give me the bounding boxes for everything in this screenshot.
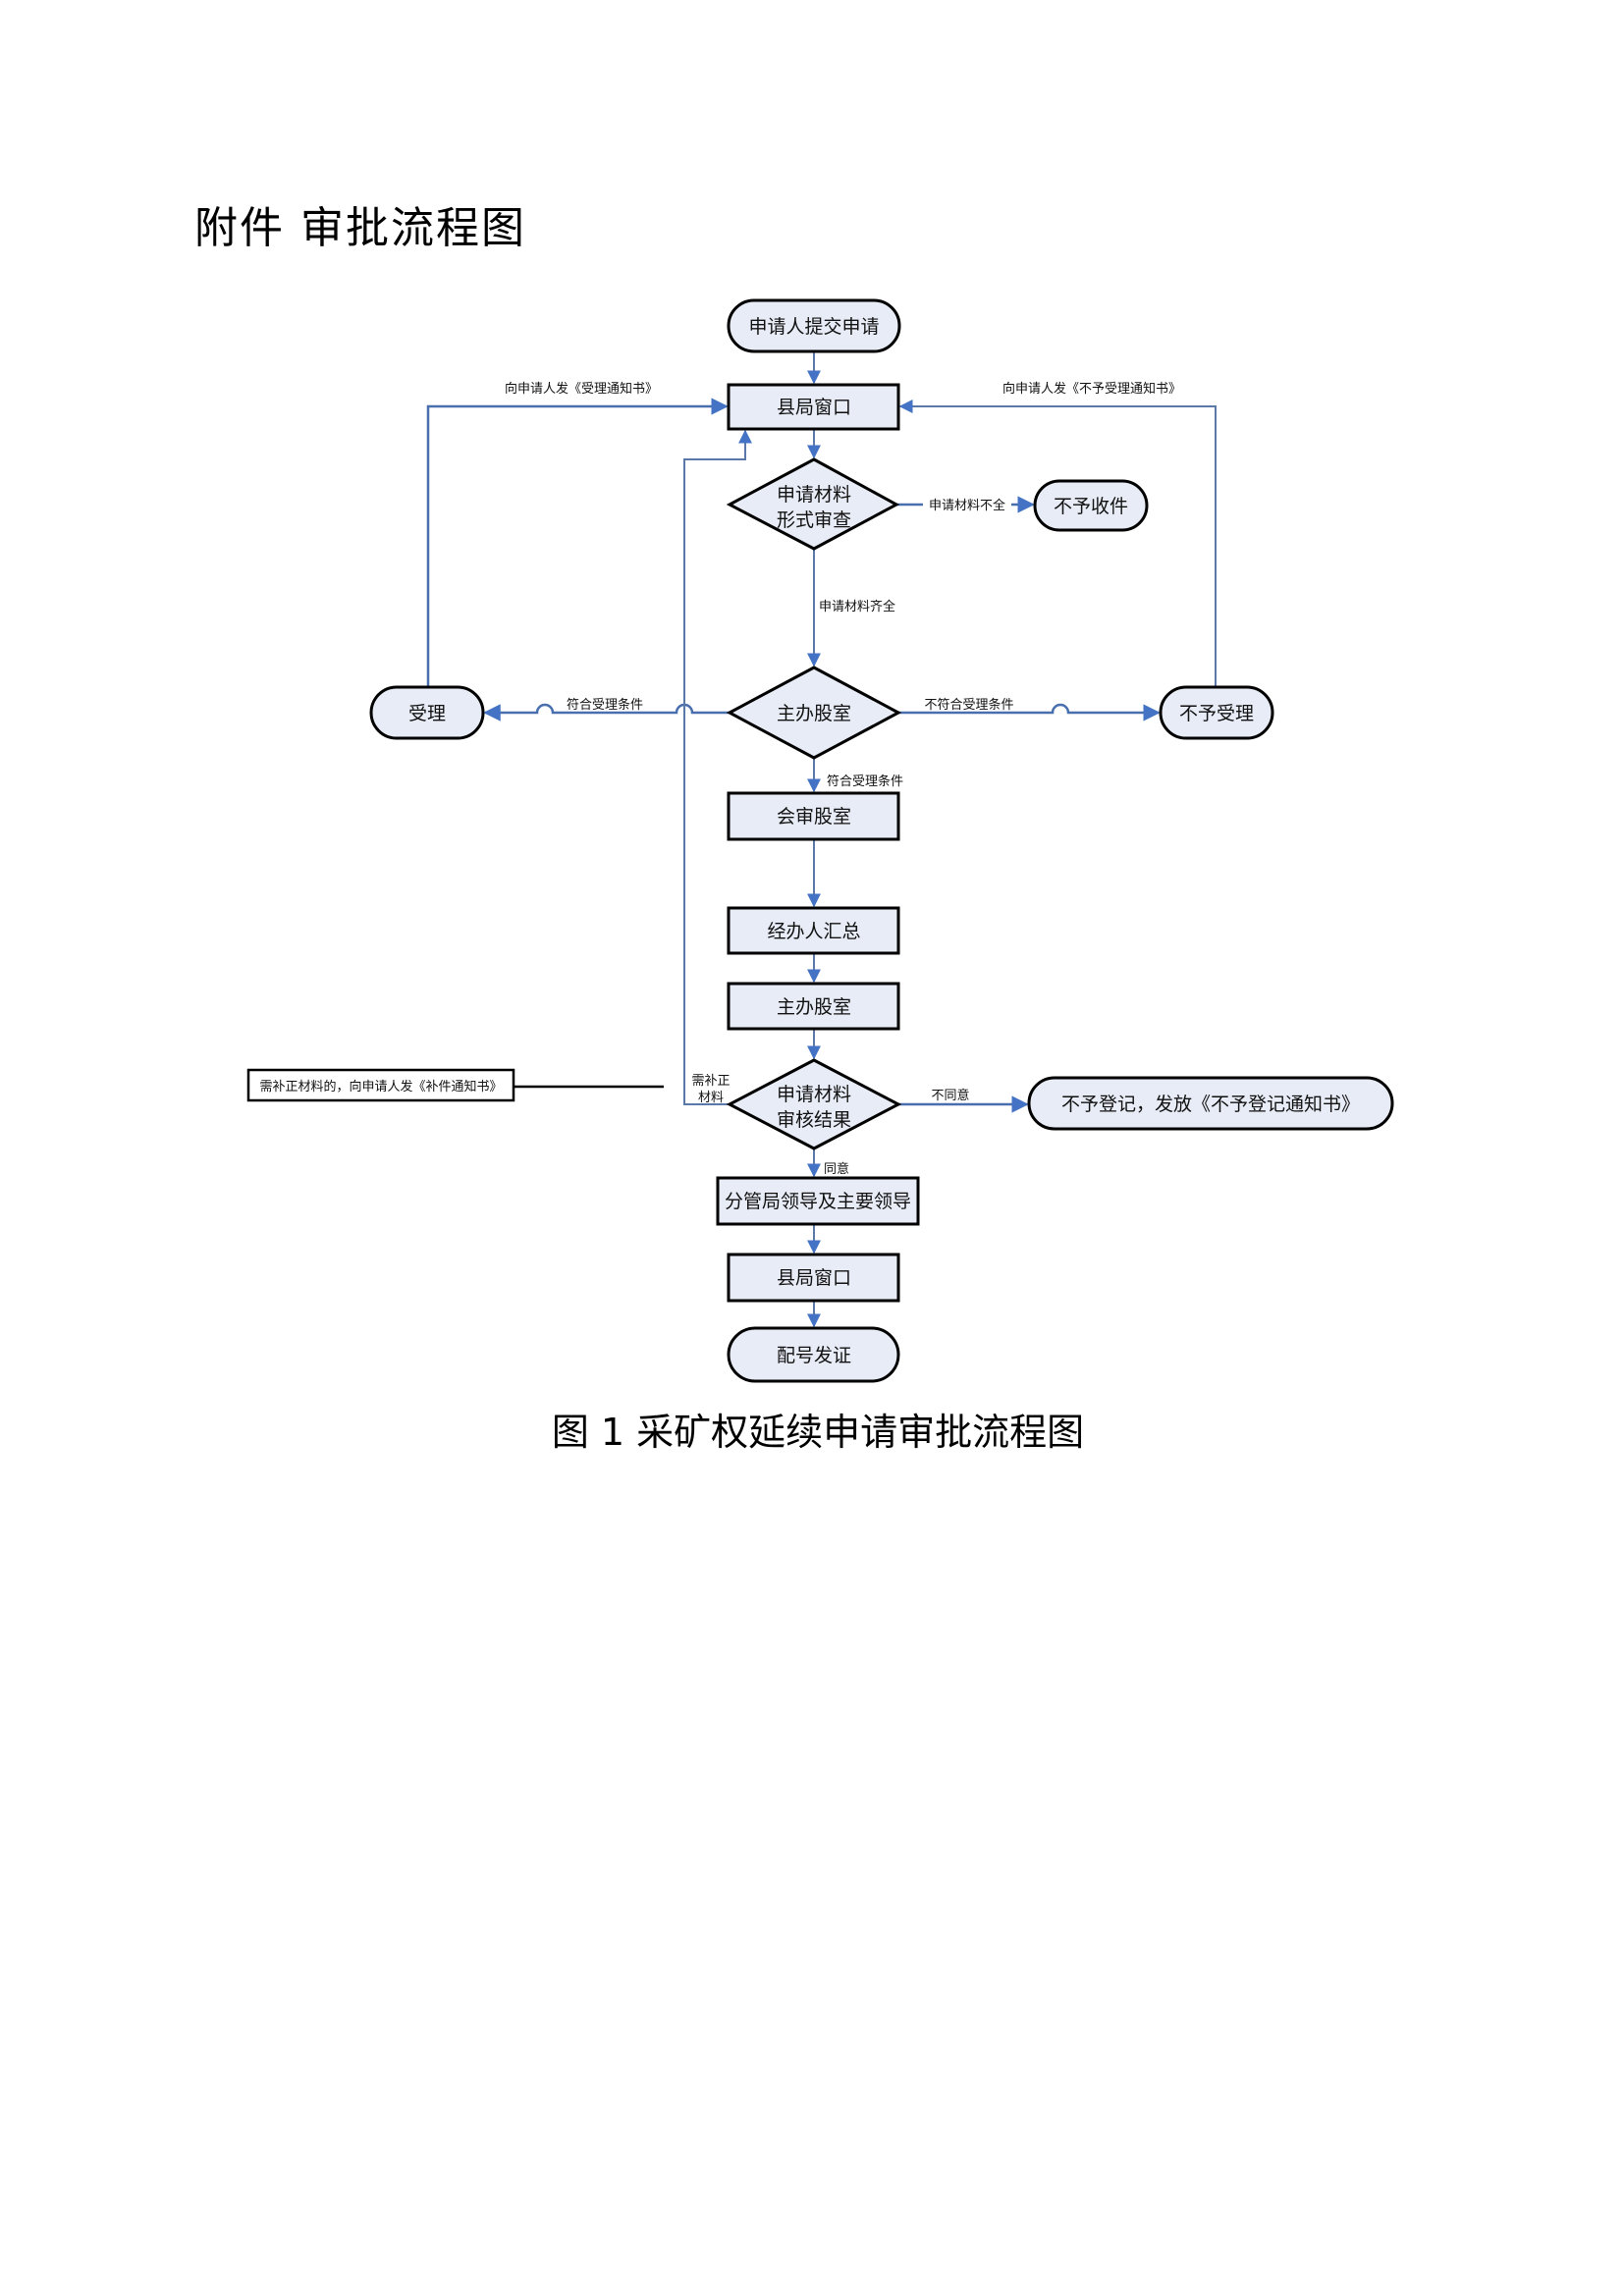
- figure-caption: 图 1 采矿权延续申请审批流程图: [551, 1411, 1085, 1454]
- label-incomplete: 申请材料不全: [929, 498, 1005, 513]
- annotation-box: 需补正材料的，向申请人发《补件通知书》: [246, 1068, 515, 1102]
- label-complete: 申请材料齐全: [819, 599, 895, 614]
- node-review-result: 申请材料 审核结果: [726, 1058, 902, 1150]
- label-meets-conditions-down: 符合受理条件: [827, 774, 903, 789]
- node-reject-accept-label: 不予受理: [1179, 703, 1254, 724]
- annotation-text: 需补正材料的，向申请人发《补件通知书》: [259, 1079, 502, 1095]
- node-submit: 申请人提交申请: [727, 298, 901, 353]
- node-county-window-top-label: 县局窗口: [777, 397, 851, 418]
- node-county-window-top: 县局窗口: [727, 383, 900, 431]
- node-form-review: 申请材料 形式审查: [726, 457, 900, 551]
- node-accept-label: 受理: [408, 703, 446, 724]
- node-form-review-label-2: 形式审查: [777, 509, 851, 531]
- node-reject-receipt: 不予收件: [1033, 479, 1149, 532]
- node-leaders: 分管局领导及主要领导: [716, 1176, 920, 1226]
- page-title: 附件 审批流程图: [194, 203, 526, 253]
- label-needs-correction-1: 需补正: [691, 1074, 730, 1089]
- label-accept-notice: 向申请人发《受理通知书》: [505, 381, 658, 397]
- node-handler-summary: 经办人汇总: [727, 906, 900, 955]
- node-joint-review-office-label: 会审股室: [777, 806, 851, 828]
- edge-lead-office-to-reject-accept: [898, 703, 1161, 721]
- node-no-registration-label: 不予登记，发放《不予登记通知书》: [1061, 1094, 1360, 1115]
- node-no-registration: 不予登记，发放《不予登记通知书》: [1027, 1076, 1394, 1131]
- node-submit-label: 申请人提交申请: [748, 316, 879, 338]
- edge-lead-office-to-accept: [483, 703, 730, 721]
- node-review-result-label-2: 审核结果: [777, 1109, 851, 1131]
- label-meets-conditions-left: 符合受理条件: [567, 697, 643, 713]
- node-handler-summary-label: 经办人汇总: [767, 921, 860, 942]
- node-lead-office-decision: 主办股室: [726, 666, 902, 760]
- node-county-window-bottom: 县局窗口: [727, 1253, 900, 1303]
- label-not-meets-conditions: 不符合受理条件: [924, 697, 1013, 713]
- edge-needs-correction-to-window: [683, 429, 752, 1105]
- node-review-result-label-1: 申请材料: [777, 1084, 851, 1105]
- node-reject-receipt-label: 不予收件: [1054, 496, 1128, 517]
- node-lead-office-label: 主办股室: [777, 996, 851, 1018]
- node-leaders-label: 分管局领导及主要领导: [725, 1191, 911, 1212]
- label-agree: 同意: [824, 1161, 849, 1177]
- node-county-window-bottom-label: 县局窗口: [777, 1267, 851, 1289]
- node-lead-office: 主办股室: [727, 982, 900, 1031]
- label-needs-correction-2: 材料: [698, 1091, 724, 1105]
- node-reject-accept: 不予受理: [1159, 685, 1274, 740]
- edge-reject-notice-to-window: [898, 400, 1217, 687]
- label-reject-notice: 向申请人发《不予受理通知书》: [1002, 381, 1181, 397]
- node-form-review-label-1: 申请材料: [777, 484, 851, 506]
- node-accept: 受理: [369, 685, 485, 740]
- node-lead-office-decision-label: 主办股室: [777, 703, 851, 724]
- node-issue-license: 配号发证: [727, 1326, 900, 1383]
- edge-accept-notice-to-window: [426, 398, 729, 687]
- label-disagree: 不同意: [931, 1088, 969, 1103]
- node-joint-review-office: 会审股室: [727, 791, 900, 841]
- node-issue-license-label: 配号发证: [777, 1345, 851, 1366]
